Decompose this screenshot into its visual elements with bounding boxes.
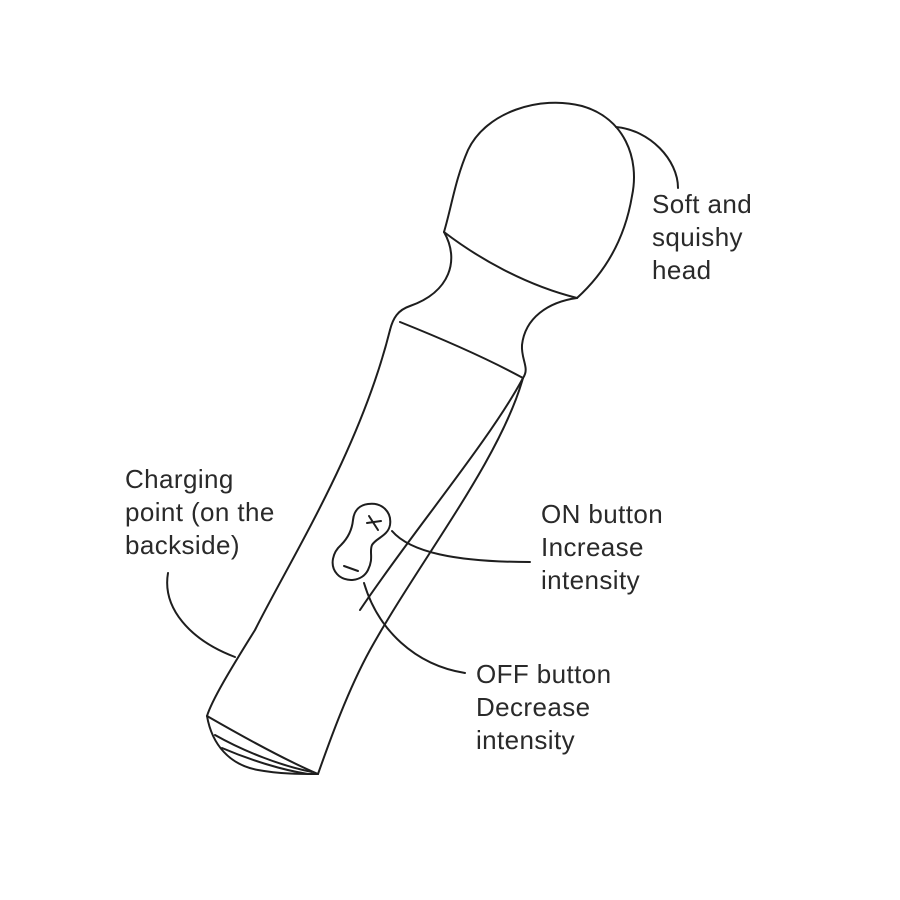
wand-head-base-line bbox=[443, 231, 578, 299]
callout-head-line-3: head bbox=[652, 255, 712, 285]
callout-on-button: ON button Increase intensity bbox=[541, 498, 663, 597]
minus-icon bbox=[343, 565, 359, 572]
leader-line-on bbox=[391, 530, 531, 563]
leader-line-head bbox=[615, 126, 679, 189]
wand-handle-left bbox=[206, 329, 391, 717]
leader-line-off bbox=[363, 582, 466, 674]
callout-on-line-1: ON button bbox=[541, 499, 664, 529]
leader-line-charging bbox=[166, 572, 236, 658]
wand-handle-right bbox=[317, 377, 524, 775]
wand-head-outline bbox=[443, 101, 635, 299]
callout-head-line-1: Soft and bbox=[652, 189, 753, 219]
wand-neck-right bbox=[520, 297, 578, 379]
wand-body-top-line bbox=[399, 321, 524, 379]
callout-charging-line-2: point (on the bbox=[125, 497, 275, 527]
wand-base-stripe-1 bbox=[214, 734, 313, 773]
wand-base-stripe-2 bbox=[221, 747, 309, 775]
plus-icon-v bbox=[368, 515, 379, 531]
wand-neck-left bbox=[389, 231, 453, 331]
callout-head: Soft and squishy head bbox=[652, 188, 752, 287]
callout-charging: Charging point (on the backside) bbox=[125, 463, 275, 562]
callout-head-line-2: squishy bbox=[652, 222, 743, 252]
callout-on-line-2: Increase bbox=[541, 532, 644, 562]
wand-base-bottom bbox=[206, 715, 319, 775]
callout-off-button: OFF button Decrease intensity bbox=[476, 658, 612, 757]
callout-charging-line-1: Charging bbox=[125, 464, 234, 494]
button-pad-outline bbox=[331, 502, 392, 581]
callout-off-line-3: intensity bbox=[476, 725, 575, 755]
callout-on-line-3: intensity bbox=[541, 565, 640, 595]
wand-base-top bbox=[206, 715, 319, 775]
callout-off-line-1: OFF button bbox=[476, 659, 612, 689]
callout-charging-line-3: backside) bbox=[125, 530, 240, 560]
callout-off-line-2: Decrease bbox=[476, 692, 591, 722]
wand-handle-inner-line bbox=[359, 377, 524, 611]
